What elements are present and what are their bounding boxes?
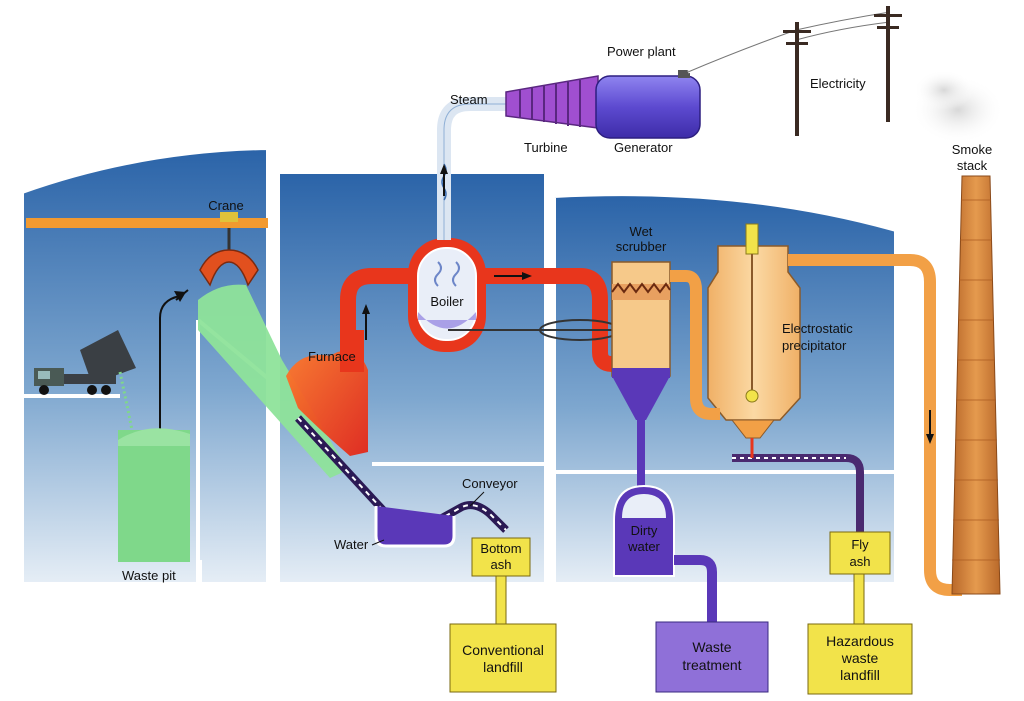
label-turbine: Turbine	[524, 140, 568, 155]
label-smoke-stack-line2: stack	[957, 158, 988, 173]
crane-rail	[26, 218, 268, 228]
label-wet-scrubber-line1: Wet	[630, 224, 653, 239]
output-boxes	[449, 531, 913, 695]
smoke-stack	[912, 70, 1004, 595]
quench-water-tank	[374, 506, 456, 548]
label-dirty-water-line2: water	[627, 539, 660, 554]
label-steam: Steam	[450, 92, 488, 107]
utility-pole-2	[874, 6, 902, 122]
fly-ash-conveyor	[732, 454, 864, 532]
turbine	[505, 75, 599, 129]
generator	[595, 70, 701, 139]
furnace-flames	[286, 350, 368, 456]
label-waste-treatment-line1: Waste	[692, 639, 731, 655]
ducts	[670, 254, 962, 596]
fly-ash-box	[829, 531, 891, 575]
boiler	[408, 238, 621, 352]
label-hazardous-landfill-line1: Hazardous	[826, 633, 894, 649]
label-conventional-landfill-line1: Conventional	[462, 642, 544, 658]
crane-arrow	[159, 295, 181, 440]
scrubber-to-precipitator-duct	[670, 270, 720, 420]
conventional-landfill-box	[449, 623, 557, 693]
boiler-vessel	[417, 247, 477, 341]
left-hall	[20, 145, 270, 586]
labels: Power plant Electricity Steam Turbine Ge…	[122, 44, 992, 683]
electrostatic-precipitator	[707, 223, 801, 439]
label-fly-ash-line1: Fly	[851, 537, 869, 552]
power-lines	[687, 6, 902, 136]
label-electrostatic-line1: Electrostatic	[782, 321, 853, 336]
label-dirty-water-line1: Dirty	[631, 523, 658, 538]
label-power-plant: Power plant	[607, 44, 676, 59]
label-boiler: Boiler	[430, 294, 464, 309]
label-crane: Crane	[208, 198, 243, 213]
label-hazardous-landfill-line3: landfill	[840, 667, 880, 683]
crane-claw	[199, 249, 259, 287]
label-smoke-stack-line1: Smoke	[952, 142, 992, 157]
furnace	[286, 268, 620, 456]
label-wet-scrubber-line2: scrubber	[616, 239, 667, 254]
flue-gas-duct	[340, 268, 620, 372]
label-fly-ash-line2: ash	[850, 554, 871, 569]
waste-pile	[118, 430, 190, 562]
waste-treatment-box	[655, 621, 769, 693]
label-generator: Generator	[614, 140, 673, 155]
label-conventional-landfill-line2: landfill	[483, 659, 523, 675]
label-water: Water	[334, 537, 369, 552]
label-waste-treatment-line2: treatment	[682, 657, 741, 673]
label-furnace: Furnace	[308, 349, 356, 364]
label-waste-pit: Waste pit	[122, 568, 176, 583]
steam-pipe	[437, 97, 508, 240]
conveyor	[295, 415, 864, 548]
dirty-water-tank	[613, 484, 717, 622]
hazardous-waste-landfill-box	[807, 623, 913, 695]
utility-pole-1	[783, 22, 811, 136]
wet-scrubber	[611, 261, 671, 494]
label-electrostatic-line2: precipitator	[782, 338, 847, 353]
label-hazardous-landfill-line2: waste	[841, 650, 879, 666]
label-conveyor: Conveyor	[462, 476, 518, 491]
crane	[26, 212, 268, 440]
label-bottom-ash-line1: Bottom	[480, 541, 521, 556]
bottom-ash-box	[471, 537, 531, 577]
label-electricity: Electricity	[810, 76, 866, 91]
label-bottom-ash-line2: ash	[491, 557, 512, 572]
garbage-truck	[34, 330, 136, 431]
